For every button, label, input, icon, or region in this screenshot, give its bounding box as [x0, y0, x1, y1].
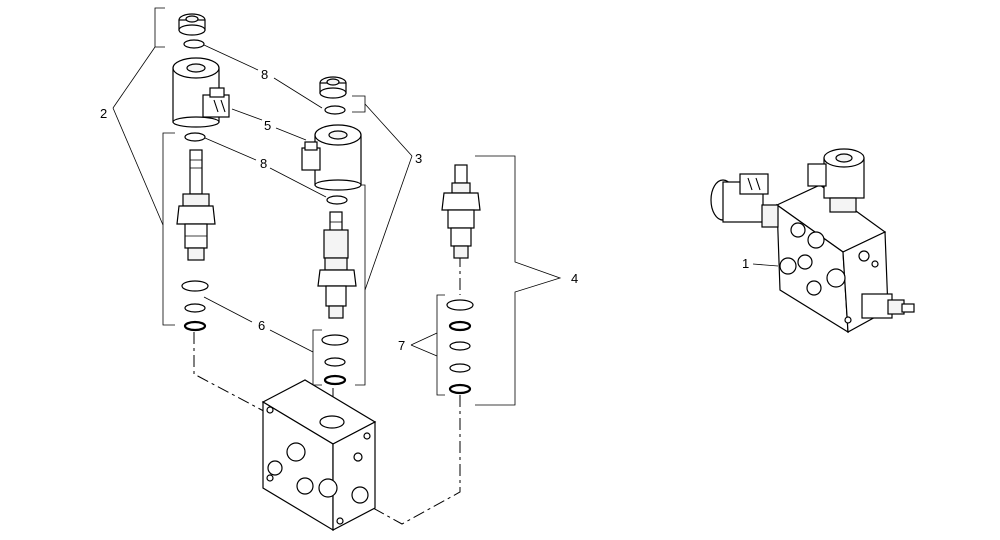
- o-ring-right-3: [449, 341, 471, 351]
- callout-8-lower: 8: [260, 156, 267, 171]
- o-ring-middle-4: [324, 357, 346, 367]
- assembled-valve-unit: [710, 148, 915, 334]
- callout-8-upper: 8: [261, 67, 268, 82]
- coil-middle: [301, 124, 362, 191]
- o-ring-right-4: [449, 363, 471, 373]
- middle-valve-stack: [301, 76, 362, 386]
- o-ring-middle-2: [326, 195, 348, 205]
- o-ring-left-2: [184, 132, 206, 142]
- cartridge-left: [176, 149, 216, 261]
- o-ring-middle-5: [323, 374, 347, 386]
- callout-7: 7: [398, 338, 405, 353]
- bracket-4: [436, 155, 562, 406]
- o-ring-left-1: [183, 39, 205, 49]
- o-ring-right-1: [446, 299, 474, 311]
- callout-5: 5: [264, 118, 271, 133]
- top-nut-left: [178, 13, 206, 36]
- callout-6: 6: [258, 318, 265, 333]
- o-ring-middle-3: [321, 334, 349, 346]
- cartridge-middle: [317, 211, 357, 319]
- top-nut-middle: [319, 76, 347, 99]
- coil-left: [172, 57, 230, 128]
- bracket-2: [112, 7, 175, 326]
- callout-2: 2: [100, 106, 107, 121]
- o-ring-left-5: [183, 320, 207, 332]
- left-valve-stack: [172, 13, 230, 332]
- cartridge-right: [441, 164, 481, 259]
- right-valve-stack: [441, 164, 481, 395]
- callout-1: 1: [742, 256, 749, 271]
- o-ring-middle-1: [324, 105, 346, 115]
- callout-3: 3: [415, 151, 422, 166]
- o-ring-left-3: [181, 280, 209, 292]
- o-ring-right-5: [448, 383, 472, 395]
- manifold-block: [261, 379, 377, 532]
- callout-4: 4: [571, 271, 578, 286]
- o-ring-left-4: [184, 303, 206, 313]
- leader-lines: [203, 44, 779, 357]
- callouts: 2 8 5 8 3 4 6 7 1: [100, 67, 749, 353]
- o-ring-right-2: [448, 320, 472, 332]
